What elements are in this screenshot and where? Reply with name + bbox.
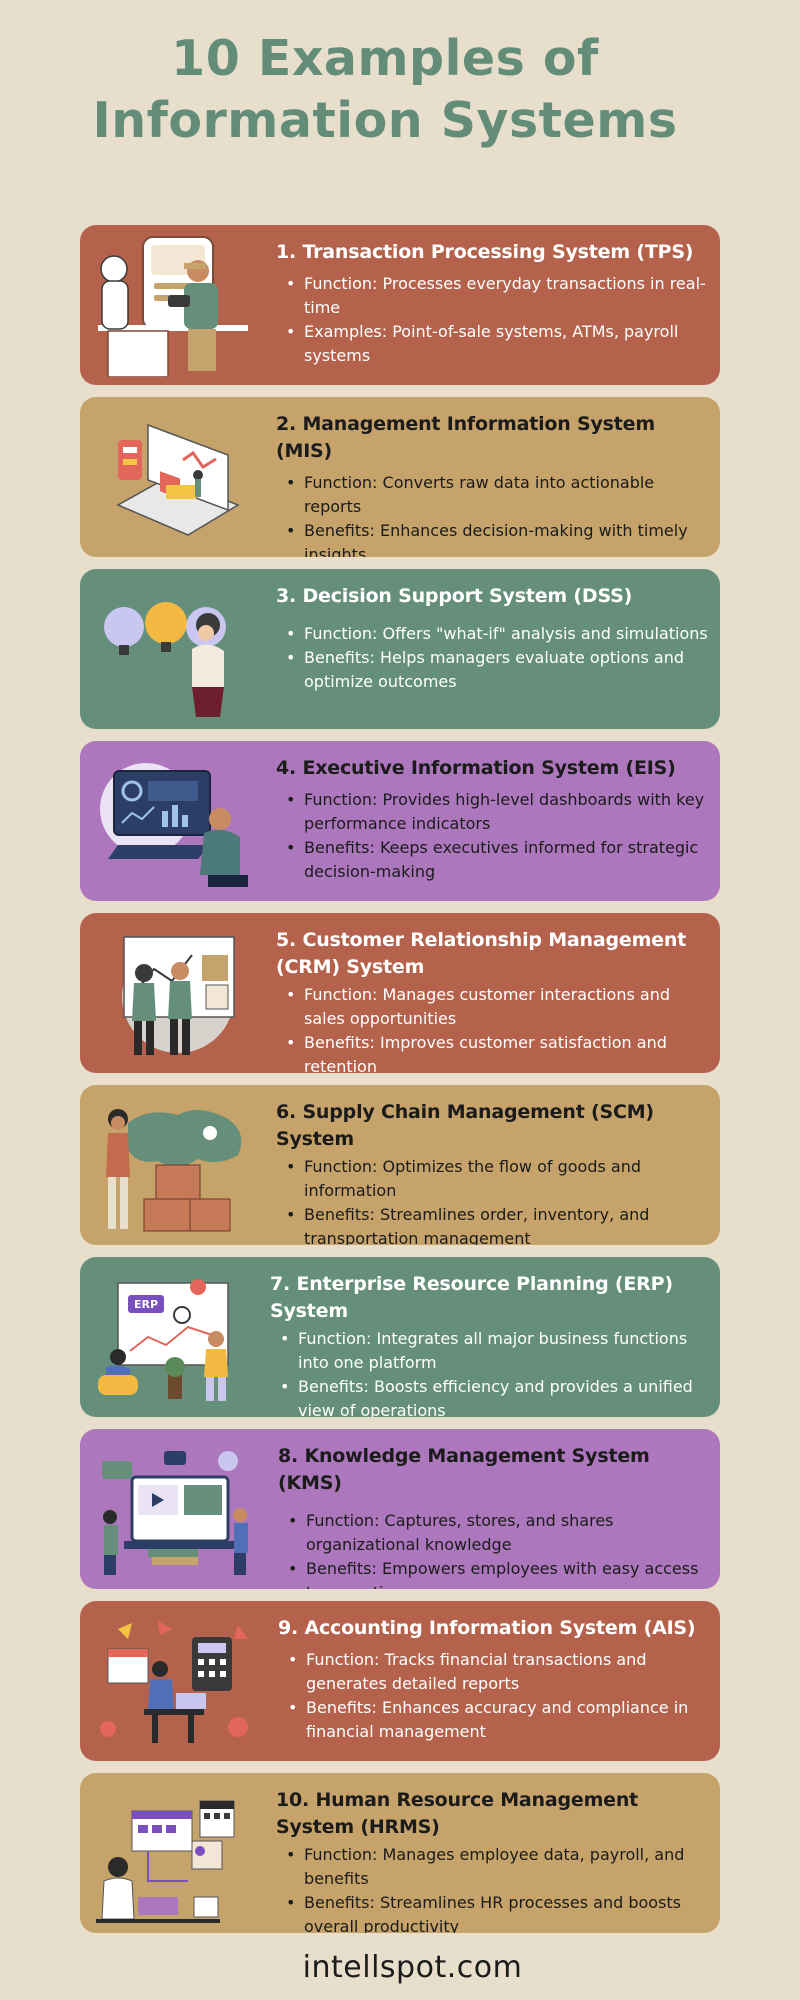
bullet-function: Function: Tracks financial transactions … — [278, 1648, 710, 1696]
info-card-crm: 5. Customer Relationship Management (CRM… — [80, 913, 720, 1073]
bullet-function: Function: Integrates all major business … — [270, 1327, 710, 1375]
laptop-dashboard-illustration — [88, 405, 258, 549]
laptop-learning-illustration — [88, 1437, 258, 1581]
card-title: 8. Knowledge Management System (KMS) — [278, 1445, 650, 1494]
card-title: 10. Human Resource Management System (HR… — [276, 1789, 639, 1838]
hr-calendar-illustration — [88, 1781, 258, 1925]
bullet-function: Function: Captures, stores, and shares o… — [278, 1509, 710, 1557]
bullet-list: Function: Optimizes the flow of goods an… — [276, 1155, 710, 1245]
card-title: 5. Customer Relationship Management (CRM… — [276, 929, 687, 978]
card-title: 7. Enterprise Resource Planning (ERP) Sy… — [270, 1273, 673, 1322]
info-card-tps: 1. Transaction Processing System (TPS) F… — [80, 225, 720, 385]
bullet-examples: Examples: Point-of-sale systems, ATMs, p… — [276, 320, 710, 368]
bullet-list: Function: Offers "what-if" analysis and … — [276, 622, 710, 694]
bullet-function: Function: Provides high-level dashboards… — [276, 788, 710, 836]
info-card-hrms: 10. Human Resource Management System (HR… — [80, 1773, 720, 1933]
card-title: 2. Management Information System (MIS) — [276, 413, 655, 462]
bullet-function: Function: Optimizes the flow of goods an… — [276, 1155, 710, 1203]
bullet-benefits: Benefits: Improves customer satisfaction… — [276, 1031, 710, 1073]
bullet-benefits: Benefits: Helps managers evaluate option… — [276, 646, 710, 694]
bullet-function: Function: Manages customer interactions … — [276, 983, 710, 1031]
bullet-benefits: Benefits: Streamlines order, inventory, … — [276, 1203, 710, 1245]
bullet-benefits: Benefits: Enhances decision-making with … — [276, 519, 710, 557]
erp-board-illustration: ERP — [88, 1265, 258, 1409]
bullet-list: Function: Manages customer interactions … — [276, 983, 710, 1073]
bullet-function: Function: Manages employee data, payroll… — [276, 1843, 710, 1891]
info-card-eis: 4. Executive Information System (EIS) Fu… — [80, 741, 720, 901]
info-card-scm: 6. Supply Chain Management (SCM) System … — [80, 1085, 720, 1245]
bullet-list: Function: Converts raw data into actiona… — [276, 471, 710, 557]
bullet-list: Function: Captures, stores, and shares o… — [278, 1509, 710, 1589]
bullet-list: Function: Tracks financial transactions … — [278, 1648, 710, 1744]
title-line-1: 10 Examples of — [171, 30, 599, 87]
card-title: 9. Accounting Information System (AIS) — [278, 1617, 696, 1639]
info-card-dss: 3. Decision Support System (DSS) Functio… — [80, 569, 720, 729]
page-title: 10 Examples of Information Systems — [0, 28, 770, 152]
calculator-accounting-illustration — [88, 1609, 258, 1753]
bullet-benefits: Benefits: Keeps executives informed for … — [276, 836, 710, 884]
info-card-erp: ERP 7. Enterprise Resource Planning (ERP… — [80, 1257, 720, 1417]
bullet-benefits: Benefits: Streamlines HR processes and b… — [276, 1891, 710, 1933]
card-title: 6. Supply Chain Management (SCM) System — [276, 1101, 654, 1150]
cashier-pos-illustration — [88, 233, 258, 378]
bullet-list: Function: Manages employee data, payroll… — [276, 1843, 710, 1933]
lightbulbs-thinking-illustration — [88, 577, 258, 721]
bullet-function: Function: Converts raw data into actiona… — [276, 471, 710, 519]
info-card-mis: 2. Management Information System (MIS) F… — [80, 397, 720, 557]
executive-monitor-illustration — [88, 749, 258, 893]
bullet-list: Function: Provides high-level dashboards… — [276, 788, 710, 884]
bullet-benefits: Benefits: Boosts efficiency and provides… — [270, 1375, 710, 1417]
bullet-function: Function: Processes everyday transaction… — [276, 272, 710, 320]
bullet-list: Function: Processes everyday transaction… — [276, 272, 710, 368]
team-board-illustration — [88, 921, 258, 1065]
card-title: 4. Executive Information System (EIS) — [276, 757, 676, 779]
bullet-function: Function: Offers "what-if" analysis and … — [276, 622, 710, 646]
info-card-kms: 8. Knowledge Management System (KMS) Fun… — [80, 1429, 720, 1589]
title-line-2: Information Systems — [92, 92, 678, 149]
erp-badge-text: ERP — [134, 1298, 158, 1311]
footer-site: intellspot.com — [302, 1950, 523, 1985]
card-title: 1. Transaction Processing System (TPS) — [276, 241, 694, 263]
bullet-benefits: Benefits: Empowers employees with easy a… — [278, 1557, 710, 1589]
bullet-list: Function: Integrates all major business … — [270, 1327, 710, 1417]
card-title: 3. Decision Support System (DSS) — [276, 585, 633, 607]
info-card-ais: 9. Accounting Information System (AIS) F… — [80, 1601, 720, 1761]
world-map-boxes-illustration — [88, 1093, 258, 1237]
bullet-benefits: Benefits: Enhances accuracy and complian… — [278, 1696, 710, 1744]
